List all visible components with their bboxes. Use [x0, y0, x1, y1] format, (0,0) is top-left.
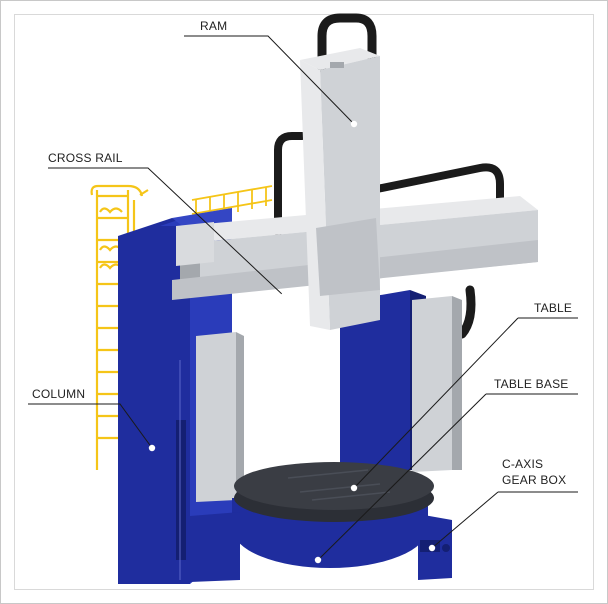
label-table: TABLE [534, 301, 572, 315]
label-c-axis-line1: C-AXIS [502, 457, 543, 471]
rail-legs [196, 296, 462, 502]
leader-dots [148, 120, 436, 564]
leader-lines [28, 35, 578, 561]
label-column: COLUMN [32, 387, 85, 401]
cable-carrier [274, 13, 504, 339]
rotary-table [234, 462, 434, 522]
label-c-axis-line2: GEAR BOX [502, 473, 566, 487]
label-table-base: TABLE BASE [494, 377, 568, 391]
ram [300, 48, 380, 330]
label-ram: RAM [200, 19, 227, 33]
label-cross-rail: CROSS RAIL [48, 151, 123, 165]
